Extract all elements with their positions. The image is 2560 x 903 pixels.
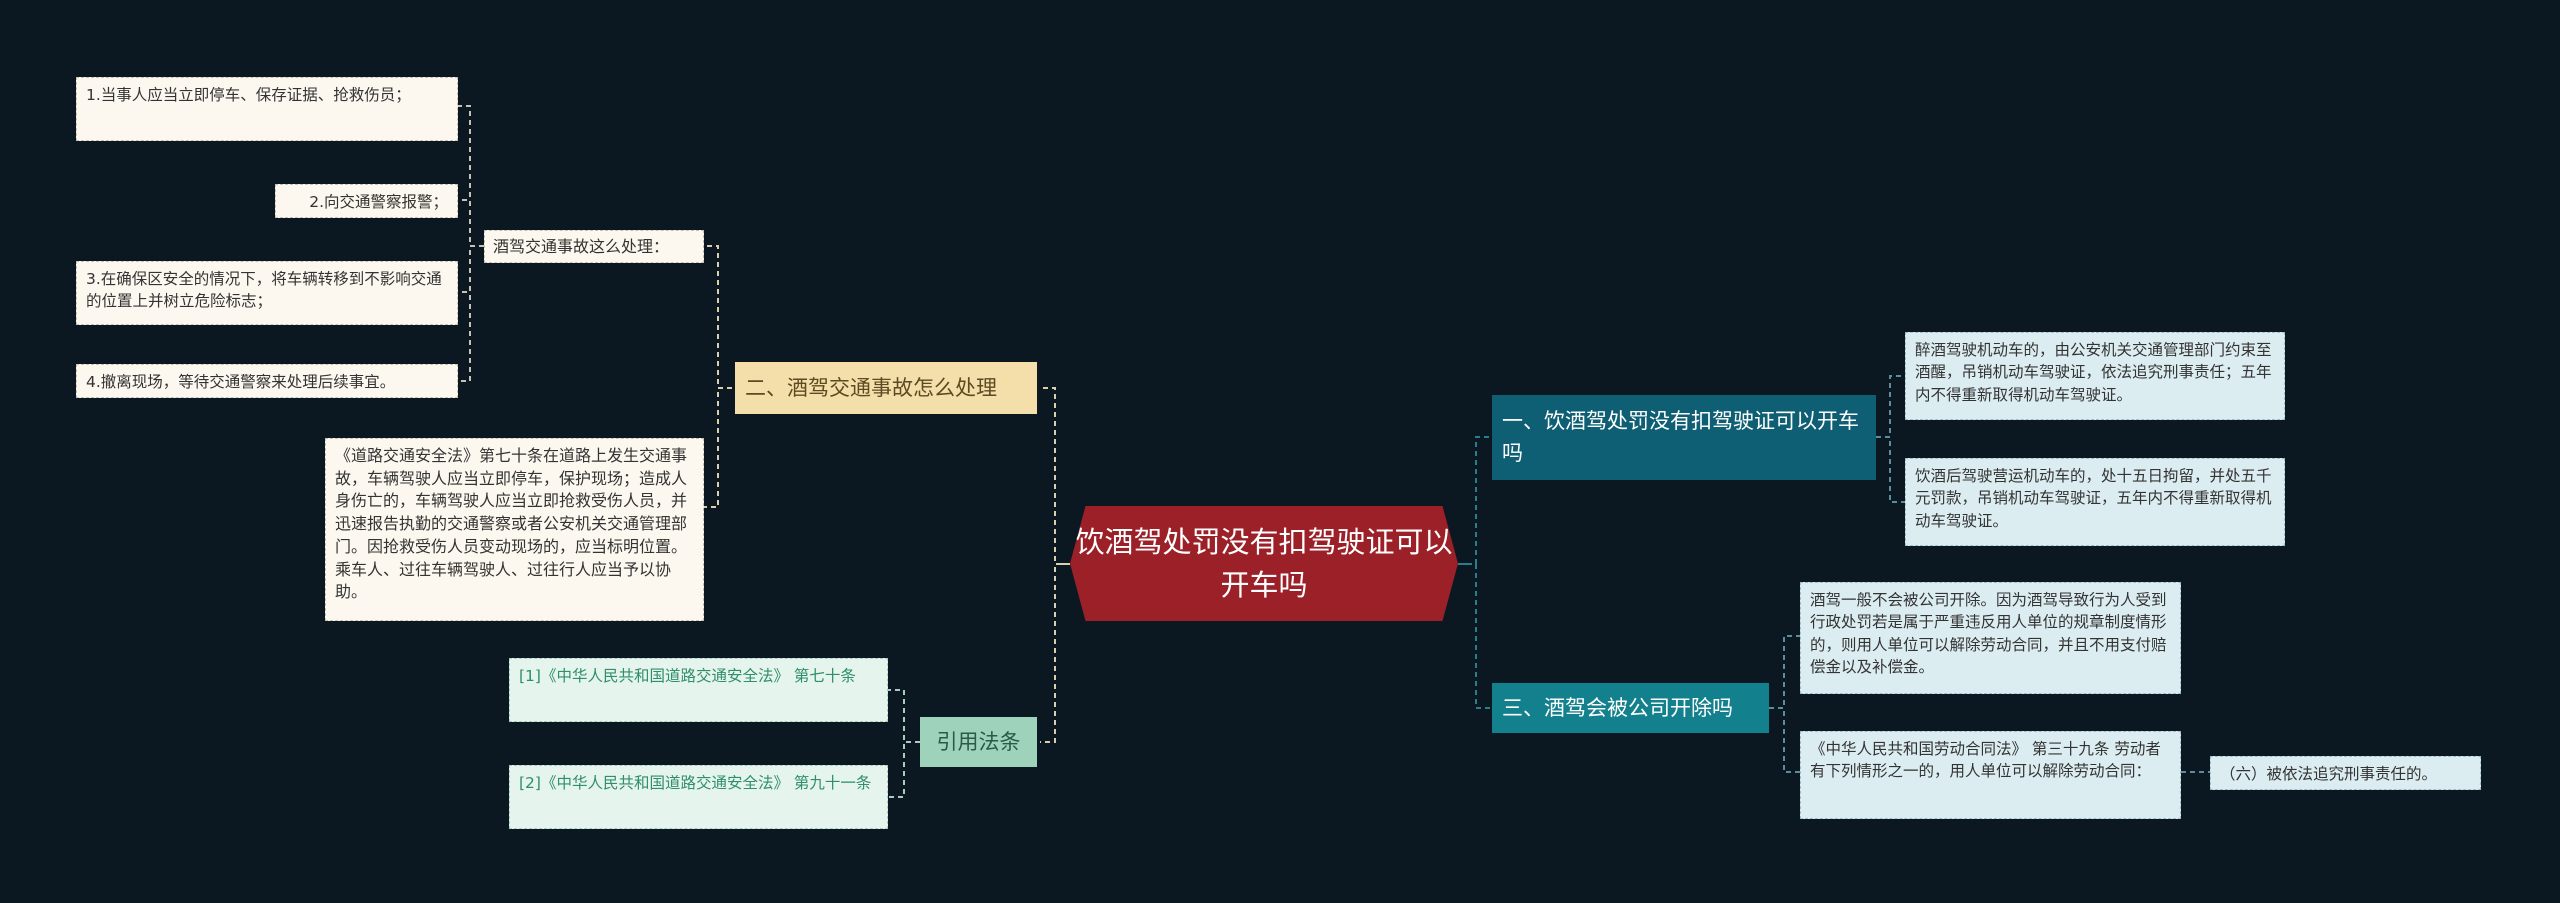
citation-2-text: [2]《中华人民共和国道路交通安全法》 第九十一条 (519, 774, 872, 792)
labor-law-clause-6-text: （六）被依法追究刑事责任的。 (2220, 765, 2438, 783)
branch-dismissal-label: 三、酒驾会被公司开除吗 (1502, 695, 1733, 720)
citation-1[interactable]: [1]《中华人民共和国道路交通安全法》 第七十条 (509, 658, 888, 722)
citation-1-text: [1]《中华人民共和国道路交通安全法》 第七十条 (519, 667, 856, 685)
penalty-commercial-vehicle[interactable]: 饮酒后驾驶营运机动车的，处十五日拘留，并处五千元罚款，吊销机动车驾驶证，五年内不… (1905, 458, 2285, 546)
traffic-law-article-70[interactable]: 《道路交通安全法》第七十条在道路上发生交通事故，车辆驾驶人应当立即停车，保护现场… (325, 438, 704, 621)
branch-accident-handling-label: 二、酒驾交通事故怎么处理 (745, 375, 997, 400)
citation-2[interactable]: [2]《中华人民共和国道路交通安全法》 第九十一条 (509, 765, 888, 829)
branch-citations-label: 引用法条 (936, 729, 1021, 754)
branch-dismissal[interactable]: 三、酒驾会被公司开除吗 (1492, 683, 1769, 733)
accident-step-4-text: 4.撤离现场，等待交通警察来处理后续事宜。 (86, 373, 396, 391)
accident-handling-subtopic-label: 酒驾交通事故这么处理： (493, 237, 670, 256)
labor-contract-law-article-39[interactable]: 《中华人民共和国劳动合同法》 第三十九条 劳动者有下列情形之一的，用人单位可以解… (1800, 731, 2181, 819)
penalty-commercial-vehicle-text: 饮酒后驾驶营运机动车的，处十五日拘留，并处五千元罚款，吊销机动车驾驶证，五年内不… (1915, 467, 2272, 530)
traffic-law-article-70-text: 《道路交通安全法》第七十条在道路上发生交通事故，车辆驾驶人应当立即停车，保护现场… (335, 446, 688, 602)
accident-step-3[interactable]: 3.在确保区安全的情况下，将车辆转移到不影响交通的位置上并树立危险标志； (76, 261, 458, 325)
labor-law-clause-6[interactable]: （六）被依法追究刑事责任的。 (2210, 756, 2481, 790)
accident-step-1-text: 1.当事人应当立即停车、保存证据、抢救伤员； (86, 86, 411, 104)
branch-accident-handling[interactable]: 二、酒驾交通事故怎么处理 (735, 362, 1037, 414)
dismissal-explanation-text: 酒驾一般不会被公司开除。因为酒驾导致行为人受到行政处罚若是属于严重违反用人单位的… (1810, 591, 2167, 677)
accident-step-2[interactable]: 2.向交通警察报警； (275, 184, 458, 218)
central-topic[interactable]: 饮酒驾处罚没有扣驾驶证可以开车吗 (1070, 506, 1458, 621)
branch-penalty-label: 一、饮酒驾处罚没有扣驾驶证可以开车吗 (1502, 409, 1859, 465)
branch-penalty[interactable]: 一、饮酒驾处罚没有扣驾驶证可以开车吗 (1492, 395, 1876, 480)
accident-step-4[interactable]: 4.撤离现场，等待交通警察来处理后续事宜。 (76, 364, 458, 398)
accident-step-1[interactable]: 1.当事人应当立即停车、保存证据、抢救伤员； (76, 77, 458, 141)
penalty-drunk-driving[interactable]: 醉酒驾驶机动车的，由公安机关交通管理部门约束至酒醒，吊销机动车驾驶证，依法追究刑… (1905, 332, 2285, 420)
dismissal-explanation[interactable]: 酒驾一般不会被公司开除。因为酒驾导致行为人受到行政处罚若是属于严重违反用人单位的… (1800, 582, 2181, 694)
accident-handling-subtopic[interactable]: 酒驾交通事故这么处理： (484, 230, 704, 263)
accident-step-3-text: 3.在确保区安全的情况下，将车辆转移到不影响交通的位置上并树立危险标志； (86, 270, 442, 311)
accident-step-2-text: 2.向交通警察报警； (309, 193, 448, 211)
penalty-drunk-driving-text: 醉酒驾驶机动车的，由公安机关交通管理部门约束至酒醒，吊销机动车驾驶证，依法追究刑… (1915, 341, 2272, 404)
branch-citations[interactable]: 引用法条 (920, 717, 1037, 767)
labor-contract-law-article-39-text: 《中华人民共和国劳动合同法》 第三十九条 劳动者有下列情形之一的，用人单位可以解… (1810, 740, 2161, 781)
